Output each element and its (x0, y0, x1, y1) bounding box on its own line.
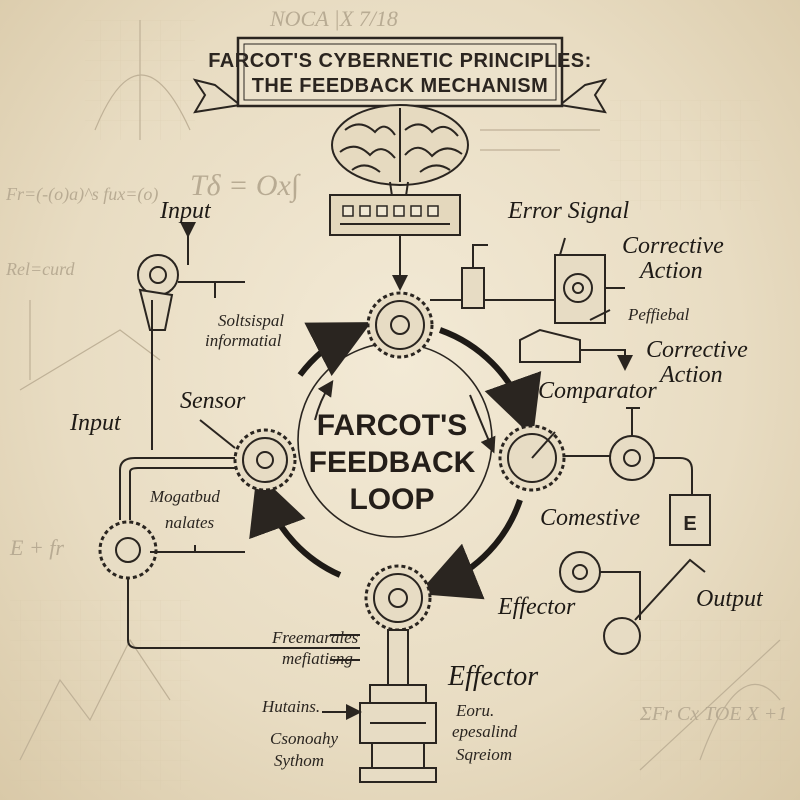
label-soltsispal-line-1: Soltsispal (218, 311, 284, 330)
input-sensor-device (137, 222, 245, 450)
comparator-valve: E (519, 328, 711, 546)
right-gear (498, 424, 566, 492)
center-title-line-1: FARCOT'S (317, 409, 467, 442)
label-corrective-action-2-line-2: Action (658, 362, 723, 388)
label-error-signal: Error Signal (507, 198, 629, 224)
label-corrective-action-1-line-1: Corrective (622, 233, 724, 259)
label-mogatbud-line-2: nalates (165, 513, 214, 532)
labels: Input Input Sensor Error Signal Correcti… (69, 198, 764, 770)
scribble-top-formula: NOCA |X 7/18 (269, 6, 398, 31)
center-title-line-3: LOOP (349, 483, 434, 516)
title-banner: FARCOT'S CYBERNETIC PRINCIPLES: THE FEED… (192, 36, 608, 114)
label-eoru-line-2: epesalind (452, 722, 518, 741)
label-eoru-line-1: Eoru. (455, 701, 494, 720)
scribble-left-note: Rel=curd (5, 259, 75, 279)
bottom-gear (364, 564, 432, 632)
control-panel (329, 194, 461, 291)
label-corrective-action-1-line-2: Action (638, 258, 703, 284)
scribble-left-bottom: E + fr (9, 535, 64, 560)
label-effector-bottom: Effector (447, 661, 538, 692)
label-sensor: Sensor (180, 388, 246, 414)
center-title-line-2: FEEDBACK (309, 446, 476, 479)
label-comestive: Comestive (540, 505, 640, 531)
error-signal-device (430, 237, 625, 324)
label-corrective-action-2-line-1: Corrective (646, 337, 748, 363)
left-pipes (98, 457, 360, 661)
label-csonoahy-line-2: Sythom (274, 751, 324, 770)
label-mogatbud-line-1: Mogatbud (149, 487, 220, 506)
brain-icon (331, 104, 469, 197)
label-eoru-line-3: Sqreiom (456, 745, 512, 764)
effector-right-device (559, 551, 706, 655)
scribble-left-formula: Fr=(-(o)a)^s fux=(o) (5, 184, 158, 205)
label-freemarales-line-1: Freemarales (271, 628, 359, 647)
label-comparator: Comparator (538, 378, 657, 404)
top-gear (366, 291, 434, 359)
bottom-effector-tower (322, 629, 437, 783)
title-line-1: FARCOT'S CYBERNETIC PRINCIPLES: (208, 50, 592, 72)
gauge-letter: E (683, 513, 696, 535)
label-hutains: Hutains. (261, 697, 320, 716)
label-effector-right: Effector (497, 594, 576, 620)
label-peffiebal: Peffiebal (627, 305, 690, 324)
label-input-top: Input (159, 198, 212, 224)
scribble-mid-formula: Tδ = Ox∫ (190, 169, 301, 204)
left-gear (233, 428, 297, 492)
feedback-loop: FARCOT'S FEEDBACK LOOP (249, 322, 542, 600)
label-soltsispal-line-2: informatial (205, 331, 282, 350)
label-input-left: Input (69, 410, 122, 436)
label-output: Output (696, 586, 764, 612)
scribble-bottom-formula: ΣFr Cx TOE X +1 (639, 703, 787, 725)
label-freemarales-line-2: mefiatisng (282, 649, 353, 668)
background-sketches: NOCA |X 7/18 Fr=(-(o)a)^s fux=(o) Tδ = O… (5, 6, 790, 790)
label-csonoahy-line-1: Csonoahy (270, 729, 338, 748)
title-line-2: THE FEEDBACK MECHANISM (252, 75, 549, 97)
